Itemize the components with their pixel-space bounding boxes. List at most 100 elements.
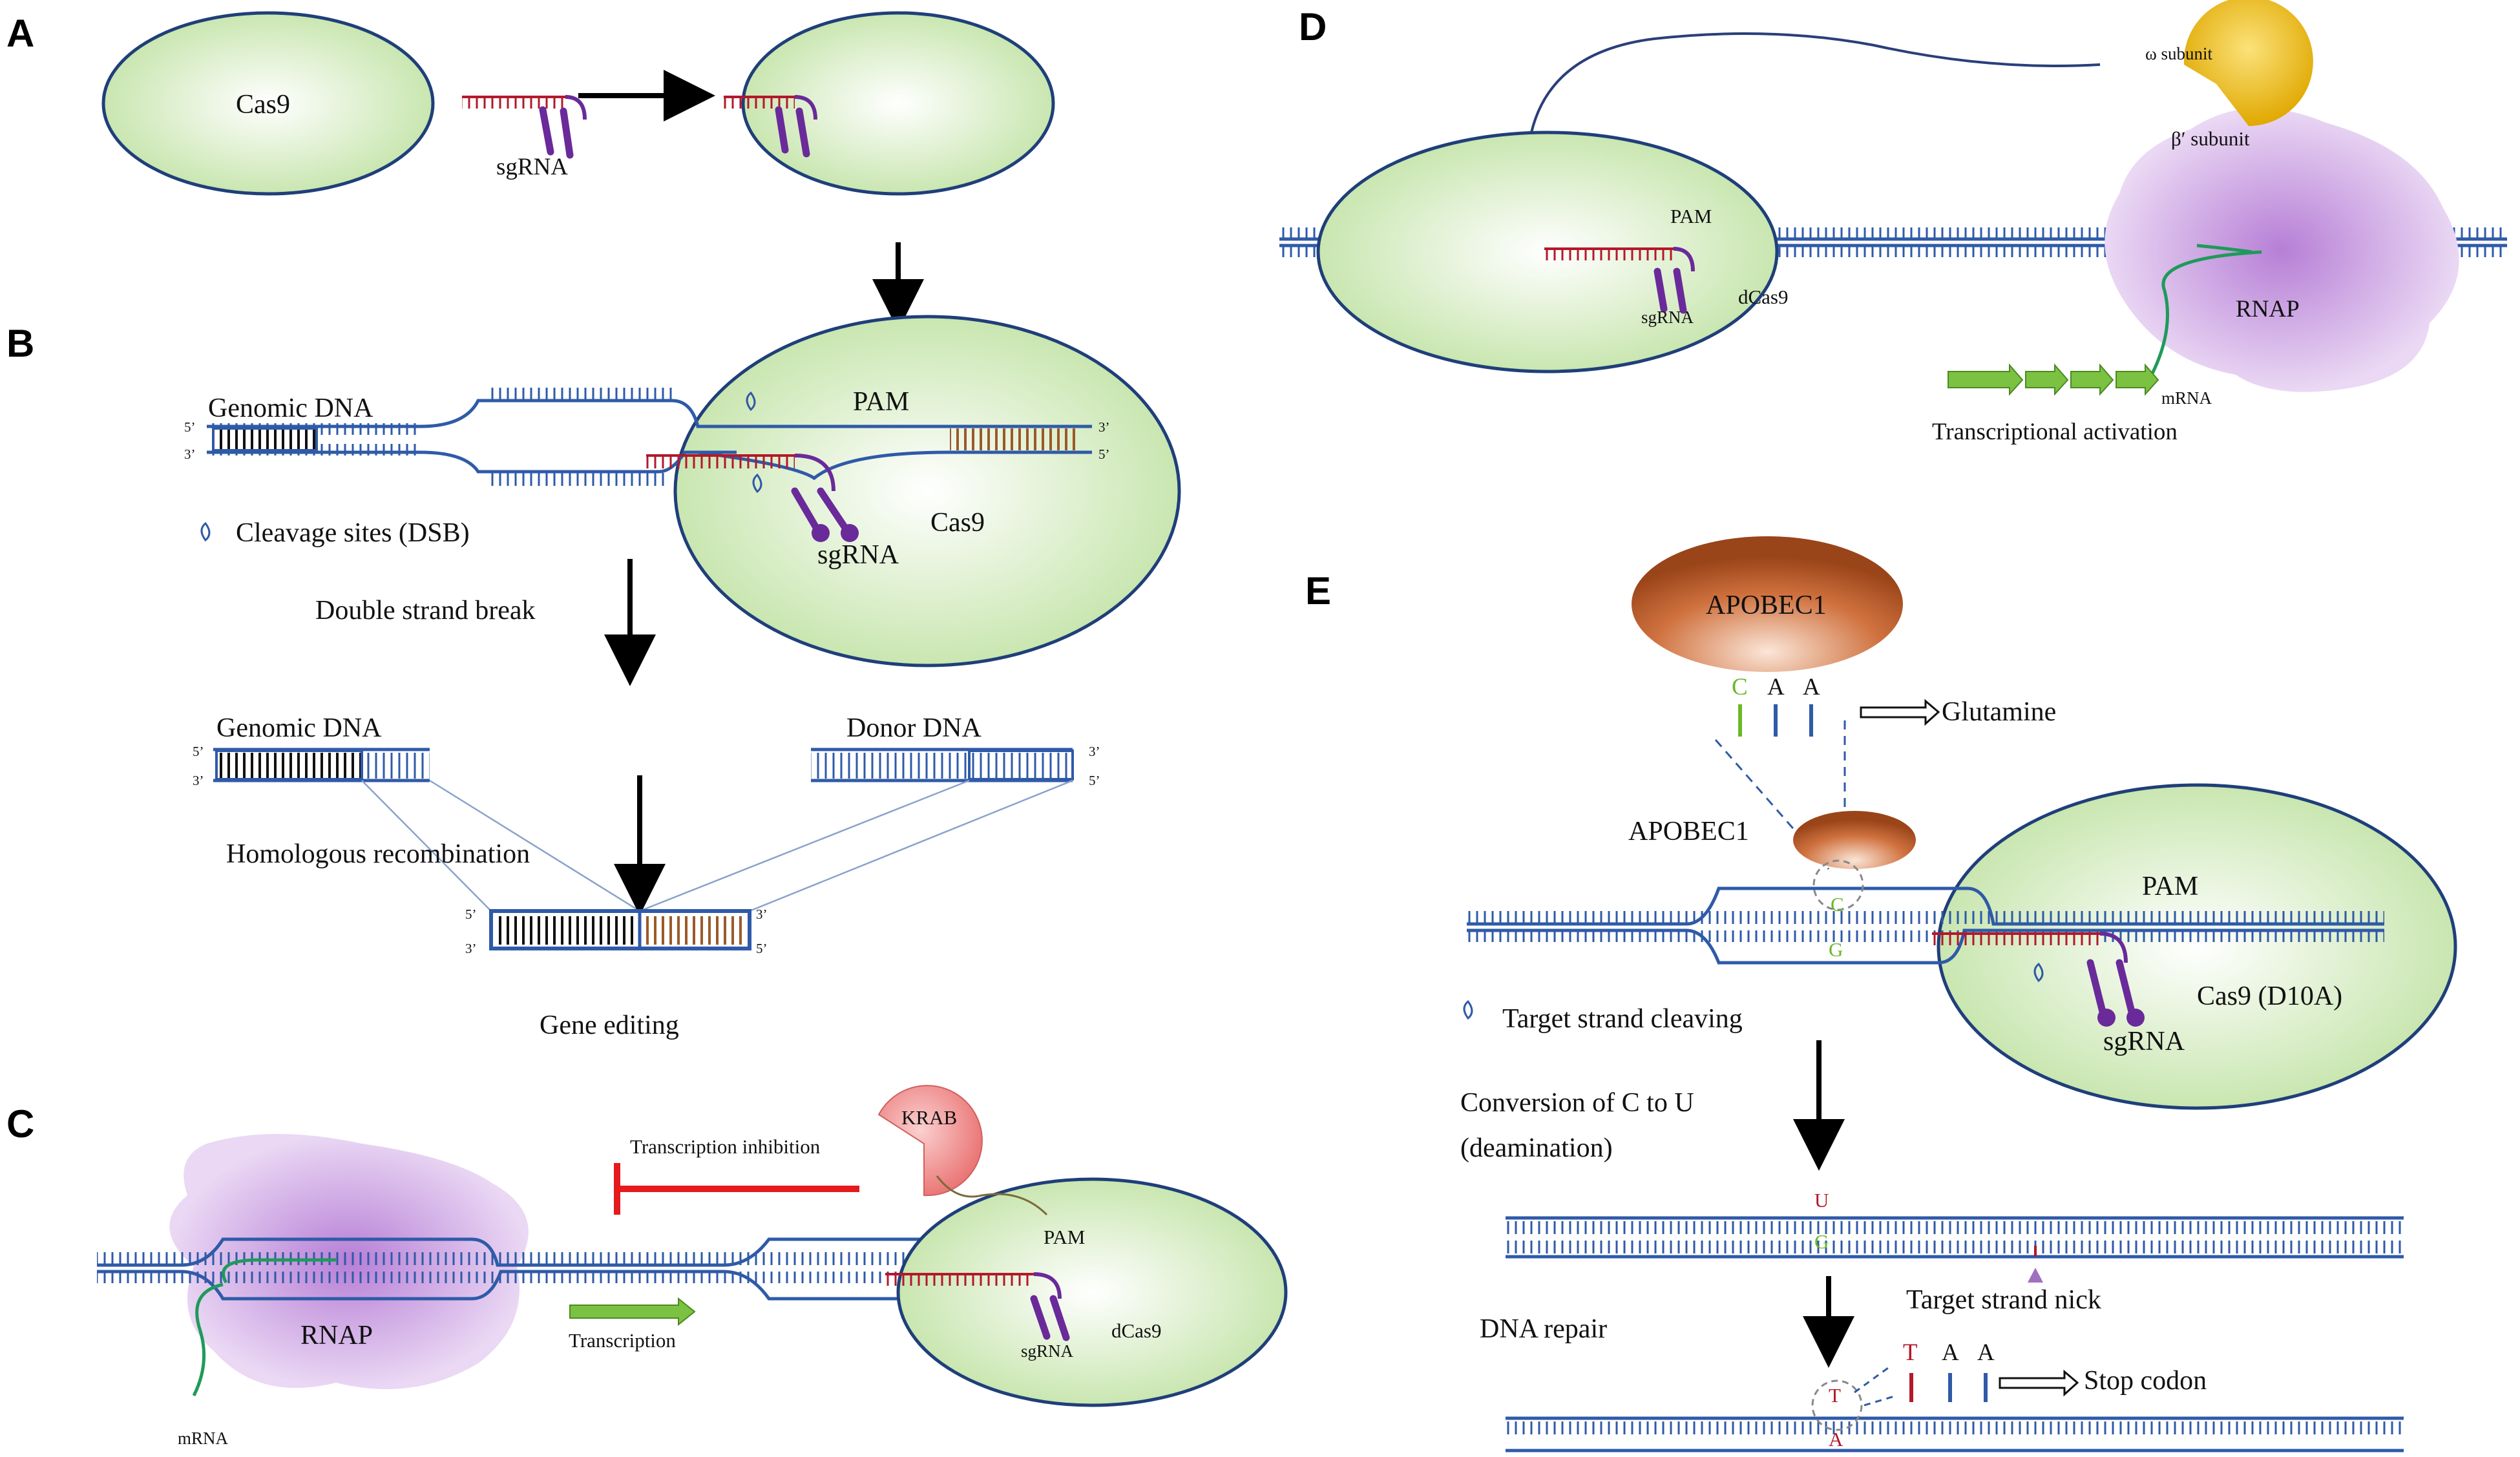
gene-editing-label: Gene editing	[540, 1011, 679, 1040]
donor-dna-label: Donor DNA	[846, 713, 982, 743]
omega-subunit-label: ω subunit	[2145, 44, 2213, 63]
cleavage-sites-label: Cleavage sites (DSB)	[236, 518, 470, 548]
mrna-label-c: mRNA	[178, 1429, 229, 1448]
dna-repair-label: DNA repair	[1480, 1314, 1607, 1344]
rnap-label-c: RNAP	[300, 1321, 373, 1350]
panel-label-a: A	[6, 12, 34, 55]
pam-label-b: PAM	[853, 387, 909, 417]
end-5-gf: 5’	[193, 744, 204, 759]
sgrna-free	[462, 95, 587, 159]
panel-label-e: E	[1305, 569, 1331, 613]
mrna-d	[2150, 244, 2262, 376]
stop-a1: A	[1942, 1339, 1959, 1366]
end-3-ed-left: 3’	[465, 941, 477, 956]
dcas9-c	[896, 1177, 1288, 1407]
cas9-label-b: Cas9	[930, 508, 985, 538]
dna-e-deaminated	[1506, 1216, 2404, 1259]
end-3-ed-right: 3’	[756, 907, 768, 922]
cas9-d10a	[1937, 783, 2457, 1110]
omega-linker	[1530, 32, 2101, 133]
repaired-a: A	[1829, 1428, 1843, 1451]
sgrna-d	[1544, 247, 1695, 314]
rnap-label-d: RNAP	[2236, 296, 2300, 322]
genomic-dna-fragment	[213, 748, 430, 782]
apobec1-small-label: APOBEC1	[1628, 817, 1749, 846]
beta-subunit-label: β′ subunit	[2171, 127, 2250, 150]
target-c-circle	[1812, 859, 1864, 911]
cas9-label-a: Cas9	[236, 90, 290, 120]
sgrna-e	[1932, 932, 2145, 1027]
stop-a2: A	[1977, 1339, 1995, 1366]
end-5-right-b: 5’	[1098, 446, 1110, 462]
genomic-dna-label-b2: Genomic DNA	[216, 713, 382, 743]
homologous-recombination-label: Homologous recombination	[226, 839, 530, 869]
codon-a2: A	[1803, 674, 1820, 700]
panel-label-d: D	[1299, 5, 1327, 48]
target-strand-nick-label: Target strand nick	[1906, 1285, 2101, 1315]
sgrna-c	[885, 1272, 1070, 1341]
cas9-protein-a	[101, 11, 435, 196]
end-3-gf: 3’	[193, 773, 204, 788]
genomic-dna-b	[207, 388, 1092, 486]
end-5-ed-right: 5’	[756, 941, 768, 956]
sgrna-label-e: sgRNA	[2103, 1027, 2185, 1056]
krab-domain	[877, 1085, 983, 1197]
panel-label-c: C	[6, 1102, 34, 1146]
rnap-d	[2105, 108, 2459, 392]
mrna-label-d: mRNA	[2161, 388, 2212, 408]
target-strand-cleaving-label: Target strand cleaving	[1502, 1004, 1743, 1034]
cleavage-mark-top	[746, 391, 756, 412]
edited-dna	[489, 909, 751, 950]
apobec1-large-label: APOBEC1	[1706, 591, 1827, 620]
transcription-inhibition-label: Transcription inhibition	[630, 1135, 821, 1158]
apobec1-large	[1632, 536, 1903, 672]
transcription-arrow	[569, 1297, 696, 1326]
double-strand-break-label: Double strand break	[315, 596, 536, 625]
pam-label-c: PAM	[1044, 1226, 1085, 1248]
dcas9-label-c: dCas9	[1111, 1319, 1162, 1342]
cleavage-legend-icon	[200, 521, 211, 542]
donor-dna	[811, 748, 1074, 782]
sgrna-label-a: sgRNA	[496, 154, 568, 180]
end-3-right-b: 3’	[1098, 419, 1110, 435]
omega-subunit	[2183, 0, 2313, 126]
conversion-label-1: Conversion of C to U	[1460, 1088, 1694, 1118]
end-5-ed-left: 5’	[465, 907, 477, 922]
target-g: G	[1829, 938, 1843, 961]
end-5-left-b: 5’	[184, 419, 196, 435]
conversion-label-2: (deamination)	[1460, 1133, 1613, 1163]
sgrna-label-b: sgRNA	[817, 540, 899, 570]
apobec1-small	[1793, 811, 1916, 869]
nick-triangle	[2028, 1268, 2043, 1283]
transcriptional-activation-label: Transcriptional activation	[1932, 419, 2178, 445]
panel-label-b: B	[6, 322, 34, 365]
codon-a1: A	[1767, 674, 1785, 700]
glutamine-arrow	[1860, 698, 1940, 726]
activation-arrows	[1948, 363, 2159, 396]
target-cleaving-icon	[1463, 1000, 1473, 1020]
sgrna-bound	[724, 95, 817, 158]
stop-codon-arrow	[1999, 1369, 2079, 1397]
cleavage-mark-bottom	[752, 473, 762, 494]
recombination-lines	[361, 779, 1073, 912]
stop-codon-dashes	[1854, 1365, 1897, 1407]
base-g-deaminated: G	[1814, 1230, 1829, 1253]
dna-e-repaired	[1506, 1416, 2404, 1452]
sgrna-label-c: sgRNA	[1021, 1341, 1074, 1361]
dcas9-label-d: dCas9	[1738, 286, 1789, 308]
end-3-left-b: 3’	[184, 446, 196, 462]
sgrna-b	[646, 454, 859, 542]
target-c: C	[1831, 893, 1844, 916]
glutamine-label: Glutamine	[1942, 697, 2056, 727]
sgrna-label-d: sgRNA	[1641, 308, 1694, 327]
mrna-c	[192, 1258, 336, 1397]
inhibition-bar	[614, 1163, 859, 1215]
krab-linker	[936, 1175, 1048, 1216]
genomic-dna-label-b: Genomic DNA	[208, 393, 373, 423]
transcription-label: Transcription	[569, 1329, 676, 1352]
cas9-protein-b	[673, 315, 1181, 667]
codon-c: C	[1732, 674, 1748, 700]
cas9-d10a-label: Cas9 (D10A)	[2197, 981, 2342, 1011]
repaired-t: T	[1829, 1384, 1841, 1407]
